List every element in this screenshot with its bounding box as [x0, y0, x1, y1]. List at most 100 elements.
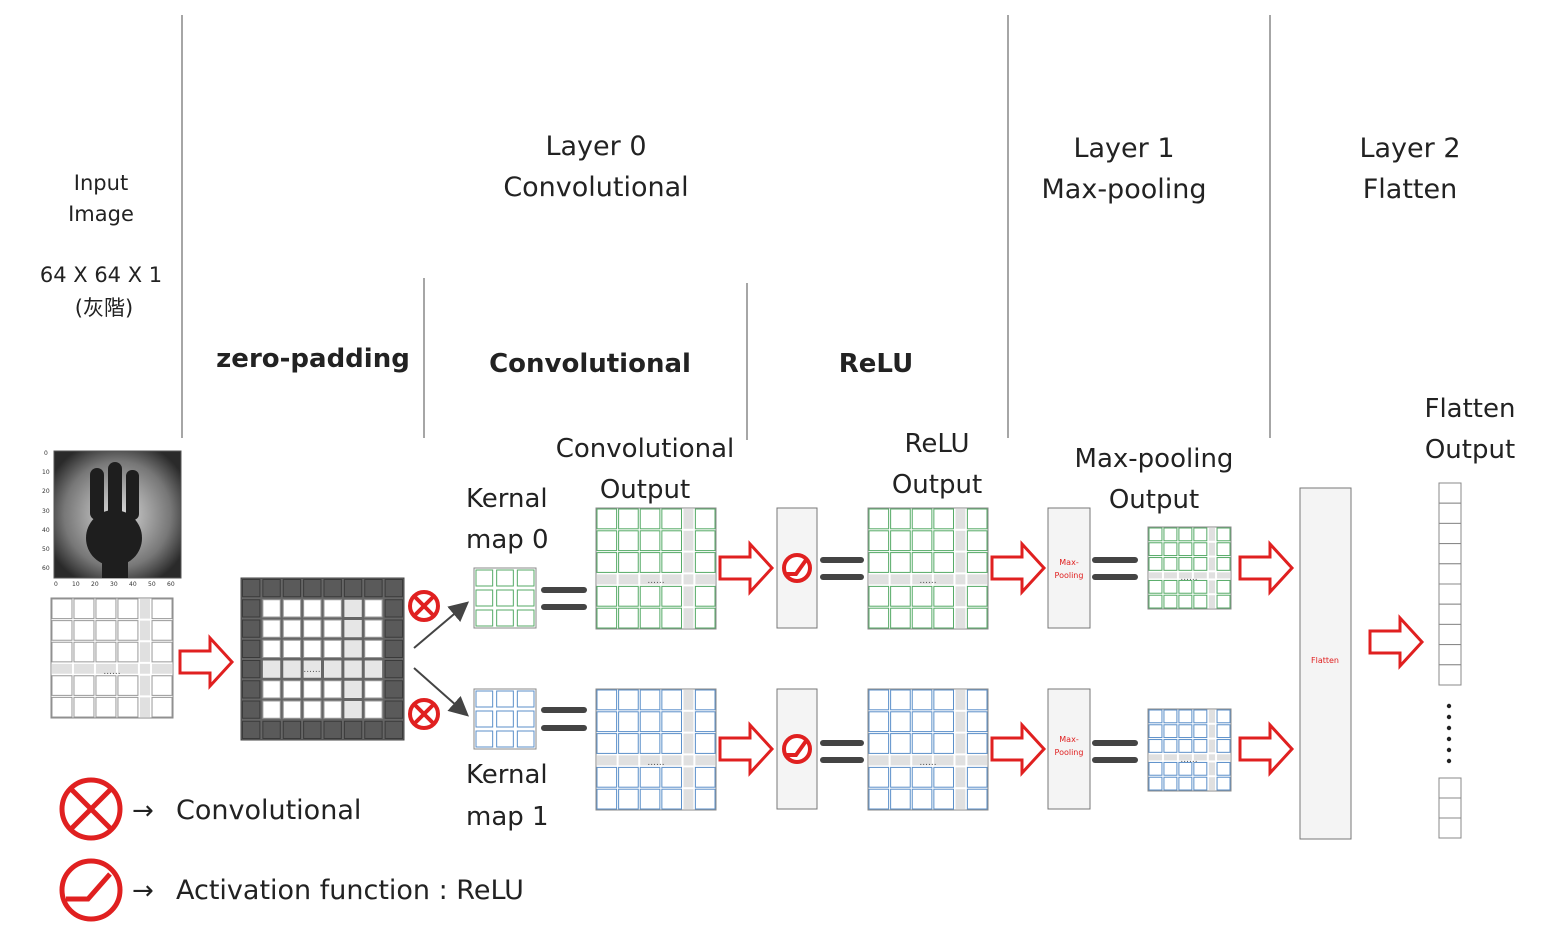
matrix-cell: [1163, 754, 1177, 761]
matrix-cell: [597, 755, 617, 766]
pad-cell: [242, 579, 261, 598]
relu-heading: ReLU: [839, 349, 913, 379]
column-dividers: [181, 15, 1271, 440]
matrix-cell: [1163, 594, 1178, 609]
svg-text:60: 60: [167, 581, 175, 588]
equals-k1-top: [541, 707, 587, 713]
matrix-cell: [966, 585, 988, 607]
matrix-cell: [911, 585, 933, 607]
matrix-cell: [73, 696, 95, 718]
svg-text:30: 30: [110, 581, 118, 588]
matrix-cell: [1163, 776, 1178, 791]
svg-text:30: 30: [42, 508, 50, 515]
flatten-vertical-ellipsis: [1446, 703, 1452, 764]
flatten-box: Flatten: [1299, 487, 1352, 840]
input-matrix: [50, 597, 174, 719]
svg-text:10: 10: [72, 581, 80, 588]
matrix-cell: [1178, 542, 1193, 557]
matrix-cell: [933, 788, 954, 810]
matrix-cell: [618, 766, 639, 788]
pad-cell: [242, 599, 261, 618]
matrix-cell: [1217, 754, 1230, 761]
matrix-cell: [1193, 761, 1208, 776]
red-flow-arrow: [178, 634, 235, 690]
pad-cell: [344, 599, 362, 617]
matrix-cell: [1208, 739, 1216, 753]
layer1-subtitle: Max-pooling: [1042, 174, 1207, 205]
matrix-cell: [95, 663, 116, 674]
pad-cell: [262, 720, 281, 739]
matrix-cell: [117, 641, 139, 663]
matrix-cell: [694, 552, 716, 573]
matrix-cell: [890, 755, 911, 766]
matrix-cell: [1193, 594, 1208, 609]
matrix-cell: [683, 608, 694, 628]
matrix-cell: [661, 788, 682, 810]
zero-padding-heading: zero-padding: [216, 344, 410, 374]
matrix-cell: [955, 608, 966, 628]
svg-text:40: 40: [129, 581, 137, 588]
matrix-cell: [51, 641, 73, 663]
matrix-cell: [933, 607, 954, 629]
matrix-cell: [890, 766, 911, 788]
pad-cell: [323, 720, 342, 739]
equals-k1-bot: [541, 725, 587, 731]
matrix-cell: [640, 755, 660, 766]
matrix-cell: [661, 689, 682, 711]
matrix-cell: [117, 620, 139, 641]
matrix-cell: [1193, 754, 1207, 761]
matrix-cell: [683, 530, 694, 551]
matrix-cell: [639, 788, 661, 810]
matrix-cell: [869, 755, 889, 766]
matrix-cell: [695, 755, 715, 766]
matrix-cell: [51, 598, 73, 620]
matrix-cell: [73, 598, 95, 620]
pad-cell: [262, 700, 281, 719]
matrix-cell: [661, 530, 682, 552]
matrix-cell: [967, 574, 987, 585]
matrix-cell: [1148, 579, 1163, 594]
kernel-cell: [496, 609, 514, 627]
pool1-dots: ......: [1180, 755, 1197, 765]
kernel-cell: [496, 730, 514, 748]
matrix-cell: [596, 766, 618, 788]
pad-cell: [364, 660, 383, 678]
matrix-cell: [966, 530, 988, 552]
matrix-cell: [683, 733, 694, 754]
pad-cell: [323, 639, 342, 658]
matrix-cell: [618, 711, 639, 733]
pad-cell: [364, 700, 383, 719]
matrix-cell: [966, 788, 988, 810]
matrix-cell: [1178, 761, 1193, 776]
svg-text:0: 0: [44, 450, 48, 457]
matrix-cell: [52, 663, 72, 674]
flatten-cell: [1438, 644, 1462, 666]
equals-relu1-top: [820, 740, 864, 746]
matrix-cell: [1193, 776, 1208, 791]
pad-cell: [364, 599, 383, 618]
matrix-cell: [1163, 542, 1178, 557]
matrix-cell: [1163, 572, 1177, 579]
pad-cell: [282, 599, 302, 618]
matrix-cell: [683, 711, 694, 732]
matrix-cell: [955, 586, 966, 607]
maxpool-output-label-2: Output: [1109, 485, 1199, 515]
matrix-cell: [1208, 754, 1216, 761]
svg-text:20: 20: [42, 488, 50, 495]
matrix-cell: [911, 508, 933, 530]
flatten-cell: [1438, 522, 1462, 545]
kernel-cell: [496, 710, 514, 728]
matrix-cell: [890, 552, 911, 573]
maxpool-box-bottom-text-2: Pooling: [1055, 748, 1084, 757]
matrix-cell: [890, 574, 911, 585]
matrix-cell: [1148, 557, 1163, 571]
matrix-cell: [683, 767, 694, 788]
matrix-cell: [1163, 579, 1178, 594]
matrix-cell: [694, 508, 716, 530]
matrix-cell: [1178, 594, 1193, 609]
pad-cell: [242, 720, 261, 739]
matrix-cell: [1208, 528, 1216, 541]
matrix-cell: [933, 530, 954, 552]
pad-cell: [242, 660, 261, 679]
